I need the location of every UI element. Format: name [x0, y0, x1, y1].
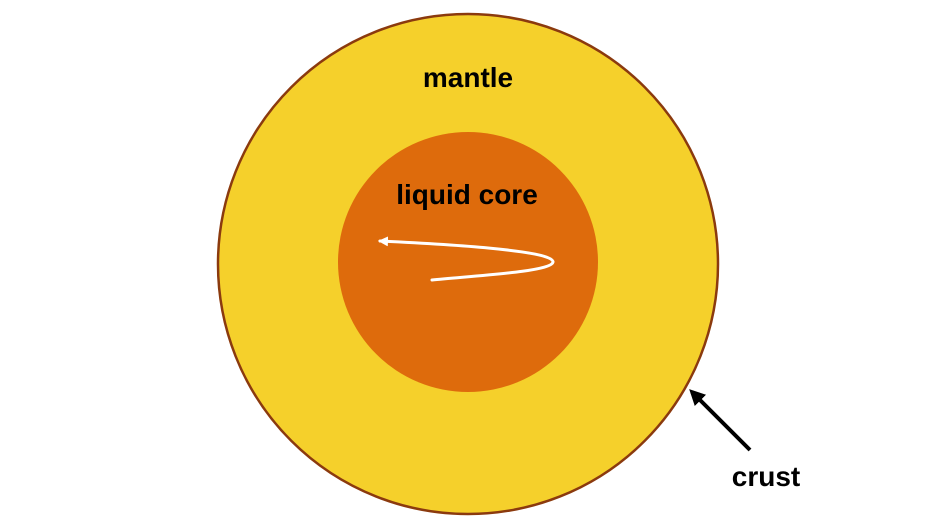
mantle-label: mantle: [423, 62, 513, 93]
crust-label: crust: [732, 461, 800, 492]
core-flow-arrow: [378, 236, 555, 282]
liquid-core-layer: [338, 132, 598, 392]
crust-pointer-arrow: [689, 389, 752, 452]
liquid-core-label: liquid core: [396, 179, 538, 210]
